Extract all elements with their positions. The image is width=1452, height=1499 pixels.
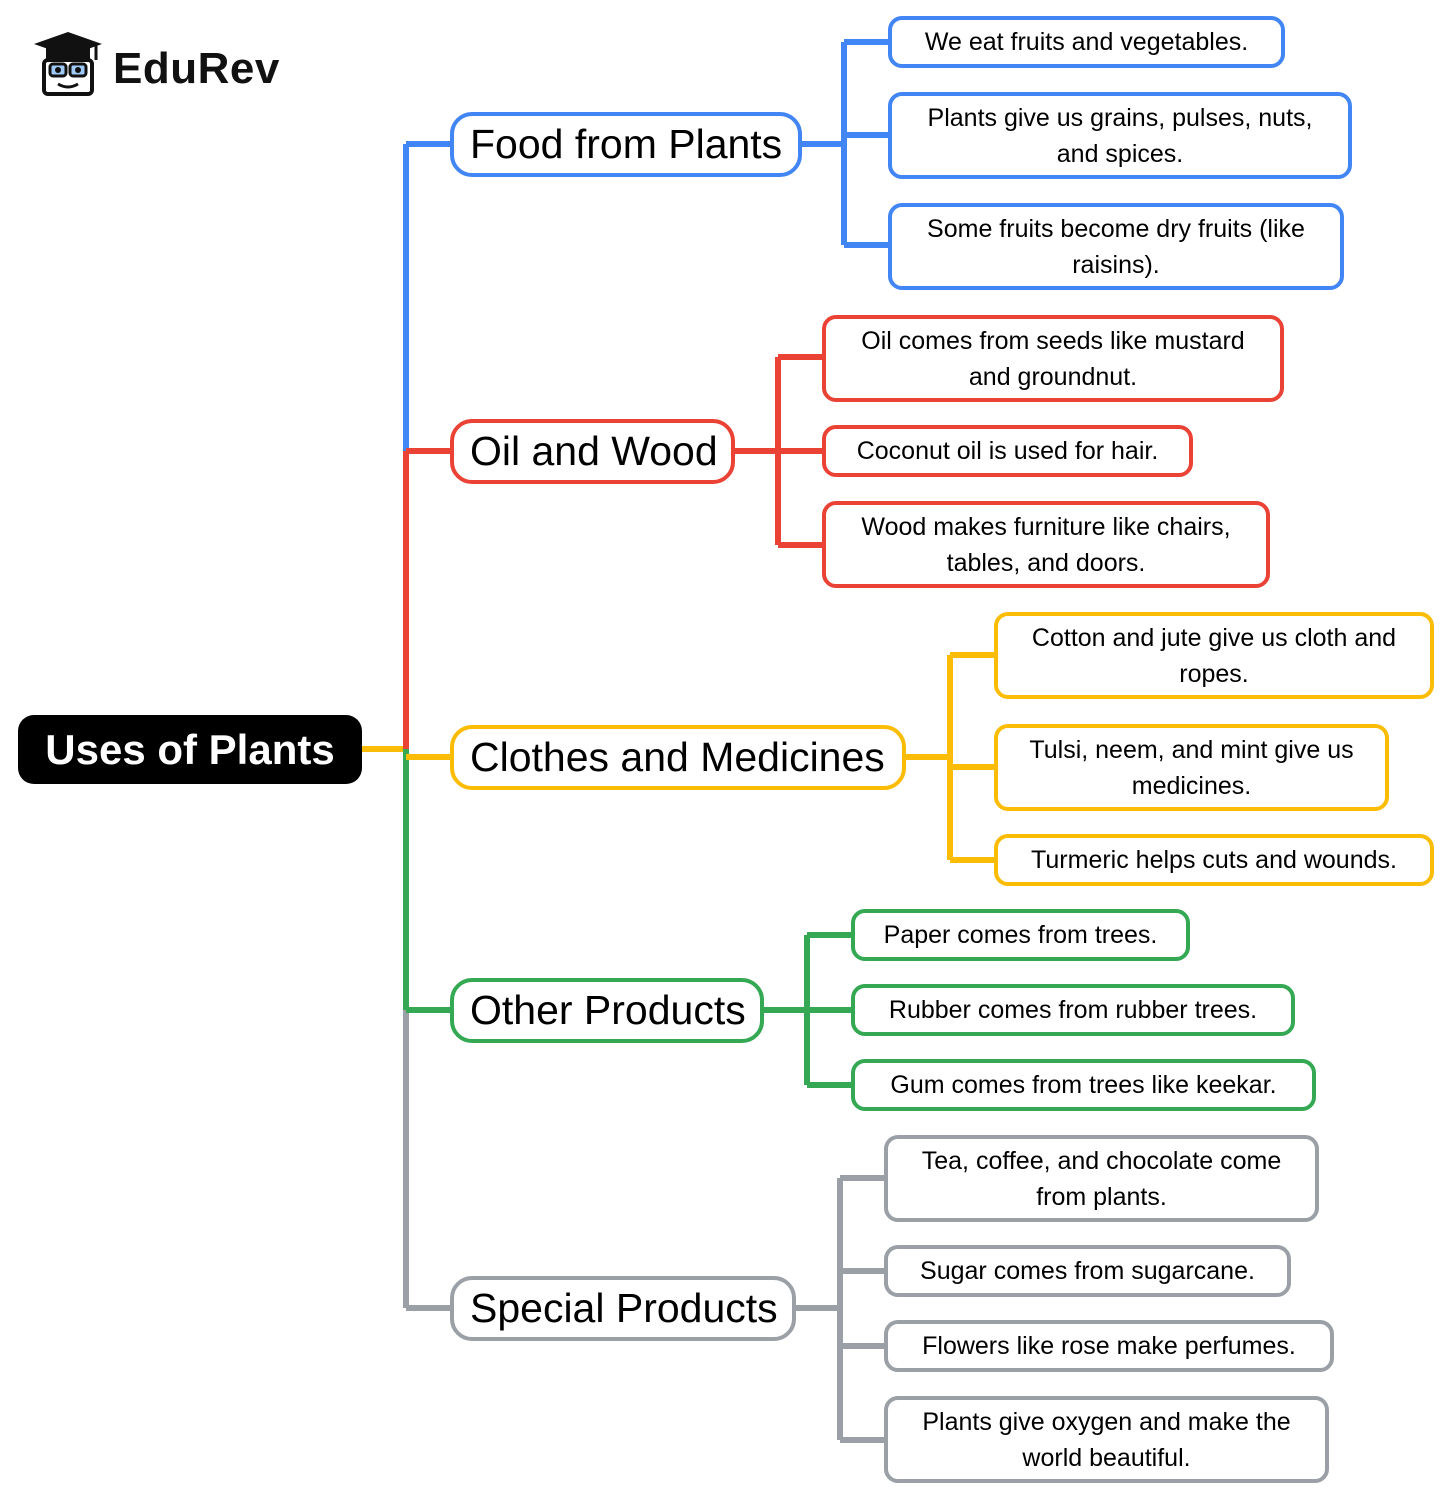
leaf-clothes-1: Cotton and jute give us cloth and ropes. (994, 612, 1434, 699)
branch-other-products: Other Products (450, 978, 764, 1043)
root-node: Uses of Plants (18, 715, 362, 784)
brand-name: EduRev (113, 44, 280, 93)
leaf-special-2: Sugar comes from sugarcane. (884, 1245, 1291, 1297)
leaf-connectors-clothes (906, 652, 994, 863)
leaf-other-2: Rubber comes from rubber trees. (851, 984, 1295, 1036)
leaf-food-3: Some fruits become dry fruits (like rais… (888, 203, 1344, 290)
branch-food-from-plants: Food from Plants (450, 112, 802, 177)
leaf-special-1: Tea, coffee, and chocolate come from pla… (884, 1135, 1319, 1222)
edurev-logo: EduRev (30, 30, 290, 100)
graduation-cap-icon (34, 32, 102, 96)
leaf-special-4: Plants give oxygen and make the world be… (884, 1396, 1329, 1483)
leaf-connectors-special (796, 1175, 884, 1443)
leaf-food-1: We eat fruits and vegetables. (888, 16, 1285, 68)
leaf-clothes-2: Tulsi, neem, and mint give us medicines. (994, 724, 1389, 811)
leaf-other-1: Paper comes from trees. (851, 909, 1190, 961)
leaf-clothes-3: Turmeric helps cuts and wounds. (994, 834, 1434, 886)
leaf-connectors-food (802, 39, 888, 248)
leaf-food-2: Plants give us grains, pulses, nuts, and… (888, 92, 1352, 179)
branch-special-products: Special Products (450, 1276, 796, 1341)
branch-oil-and-wood: Oil and Wood (450, 419, 735, 484)
leaf-connectors-oil (735, 354, 822, 548)
leaf-other-3: Gum comes from trees like keekar. (851, 1059, 1316, 1111)
leaf-oil-2: Coconut oil is used for hair. (822, 425, 1193, 477)
leaf-connectors-other (764, 932, 851, 1088)
leaf-oil-1: Oil comes from seeds like mustard and gr… (822, 315, 1284, 402)
leaf-special-3: Flowers like rose make perfumes. (884, 1320, 1334, 1372)
branch-clothes-and-medicines: Clothes and Medicines (450, 725, 906, 790)
leaf-oil-3: Wood makes furniture like chairs, tables… (822, 501, 1270, 588)
